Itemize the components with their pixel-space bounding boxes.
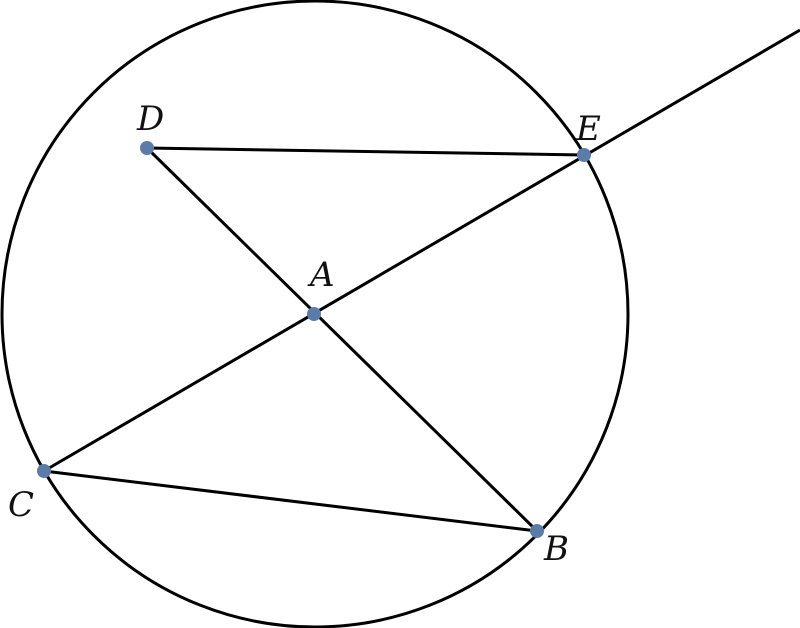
label-A: A — [307, 255, 335, 295]
segment-DB — [145, 146, 539, 533]
point-D — [140, 141, 154, 155]
segment-CB — [43, 469, 538, 533]
label-C: C — [8, 485, 34, 525]
point-B — [530, 524, 544, 538]
segment-DE — [146, 146, 585, 157]
circle — [0, 0, 630, 628]
point-E — [577, 148, 591, 162]
label-E: E — [575, 109, 601, 149]
label-B: B — [543, 529, 569, 569]
point-A — [307, 307, 321, 321]
label-D: D — [136, 99, 164, 139]
ray-CE — [43, 28, 800, 473]
point-C — [37, 464, 51, 478]
